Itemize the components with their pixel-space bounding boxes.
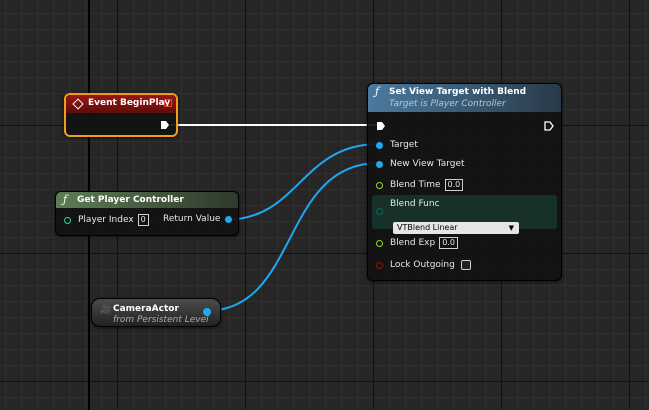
f-icon: ƒ bbox=[375, 85, 380, 98]
get-player-controller-node[interactable]: ƒ Get Player Controller Player Index 0 R… bbox=[55, 191, 239, 236]
camera-actor-out-pin[interactable] bbox=[203, 308, 211, 316]
target-pin[interactable] bbox=[376, 141, 383, 149]
player-index-pin[interactable] bbox=[64, 216, 71, 224]
f-icon: ƒ bbox=[63, 193, 68, 206]
exec-in-pin[interactable] bbox=[376, 121, 386, 131]
blend-exp-field[interactable]: 0.0 bbox=[439, 237, 458, 249]
target-label: Target bbox=[390, 140, 418, 150]
blend-func-pin-row: Blend Func bbox=[376, 198, 440, 215]
event-beginplay-node[interactable]: Event BeginPlay bbox=[64, 93, 178, 137]
blend-func-value: VTBlend Linear bbox=[397, 223, 458, 232]
camera-actor-title: CameraActor bbox=[113, 304, 179, 314]
blend-time-field[interactable]: 0.0 bbox=[444, 179, 464, 191]
blend-func-dropdown[interactable]: VTBlend Linear ▼ bbox=[393, 222, 519, 234]
lock-outgoing-pin-row: Lock Outgoing bbox=[376, 260, 471, 270]
exec-then-pin[interactable] bbox=[544, 121, 554, 131]
return-value-pin-row: Return Value bbox=[163, 214, 233, 224]
get-player-controller-header: ƒ Get Player Controller bbox=[56, 192, 238, 208]
target-pin-row: Target bbox=[376, 140, 418, 150]
return-value-label: Return Value bbox=[163, 214, 221, 224]
blend-time-pin-row: Blend Time 0.0 bbox=[376, 179, 464, 191]
blend-exp-pin-row: Blend Exp 0.0 bbox=[376, 237, 458, 249]
exec-out-pin[interactable] bbox=[160, 120, 170, 130]
get-player-controller-title: Get Player Controller bbox=[77, 195, 184, 205]
chevron-down-icon: ▼ bbox=[508, 224, 514, 232]
new-view-target-label: New View Target bbox=[390, 159, 465, 169]
lock-outgoing-checkbox[interactable] bbox=[460, 260, 471, 270]
blend-exp-label: Blend Exp bbox=[390, 238, 436, 248]
blend-time-label: Blend Time bbox=[390, 180, 441, 190]
lock-outgoing-pin[interactable] bbox=[376, 261, 383, 269]
set-view-target-header: ƒ Set View Target with Blend Target is P… bbox=[368, 84, 561, 112]
new-view-target-pin-row: New View Target bbox=[376, 159, 465, 169]
camera-actor-subtitle: from Persistent Level bbox=[113, 315, 209, 325]
set-view-target-subtitle: Target is Player Controller bbox=[389, 99, 506, 109]
blend-func-label: Blend Func bbox=[390, 198, 440, 209]
lock-outgoing-label: Lock Outgoing bbox=[390, 260, 455, 270]
diamond-icon bbox=[72, 98, 84, 110]
event-beginplay-title: Event BeginPlay bbox=[88, 98, 171, 108]
set-view-target-title: Set View Target with Blend bbox=[389, 87, 527, 97]
player-index-label: Player Index bbox=[78, 215, 134, 225]
player-index-pin-row: Player Index 0 bbox=[64, 214, 149, 226]
event-beginplay-header: Event BeginPlay bbox=[66, 95, 176, 113]
blend-func-pin[interactable] bbox=[376, 208, 383, 215]
blend-time-pin[interactable] bbox=[376, 181, 383, 189]
new-view-target-pin[interactable] bbox=[376, 160, 383, 168]
camera-actor-node[interactable]: 🎥 CameraActor from Persistent Level bbox=[91, 298, 221, 327]
player-index-field[interactable]: 0 bbox=[137, 214, 149, 226]
blend-exp-pin[interactable] bbox=[376, 239, 383, 247]
return-value-pin[interactable] bbox=[225, 215, 233, 223]
camera-icon: 🎥 bbox=[100, 305, 112, 315]
red-square-icon bbox=[164, 99, 172, 107]
target-wire[interactable] bbox=[223, 143, 380, 221]
set-view-target-node[interactable]: ƒ Set View Target with Blend Target is P… bbox=[367, 83, 562, 281]
new-view-target-wire[interactable] bbox=[205, 162, 380, 312]
